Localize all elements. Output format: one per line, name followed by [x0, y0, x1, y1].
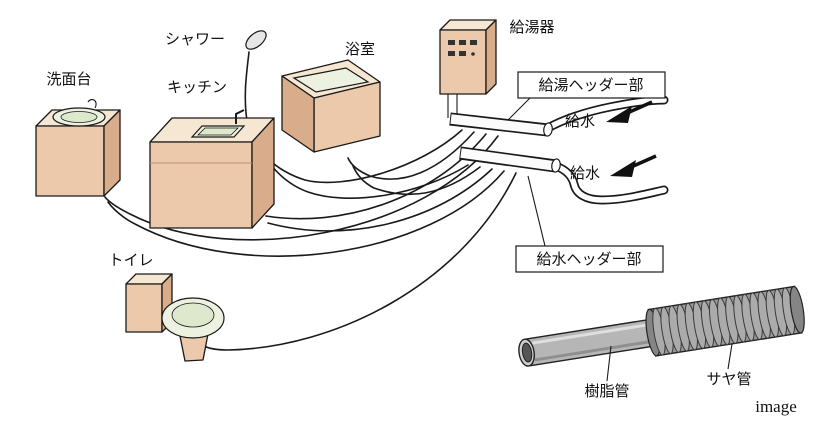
image-caption: image	[755, 397, 797, 416]
toilet-label: トイレ	[108, 252, 153, 269]
bathtub-illustration	[281, 59, 381, 153]
shower-illustration	[242, 30, 267, 128]
kitchen-illustration	[149, 109, 275, 229]
cold-water-header-callout: 給水ヘッダー部	[515, 175, 664, 273]
washbasin-label: 洗面台	[46, 71, 91, 88]
toilet-illustration	[125, 273, 225, 362]
washbasin-faucet-icon	[87, 99, 97, 109]
resin-pipe-label: 樹脂管	[584, 383, 629, 400]
hot-water-header-callout: 給湯ヘッダー部	[507, 71, 666, 121]
shower-label: シャワー	[165, 31, 225, 48]
kitchen-faucet-icon	[235, 109, 245, 124]
water-supply-arrow-top	[606, 100, 653, 123]
bathroom-label: 浴室	[345, 41, 375, 58]
water-heater-label: 給湯器	[509, 19, 554, 36]
water-supply-top-label: 給水	[565, 113, 595, 130]
hot-water-header-illustration	[449, 112, 553, 137]
pipe-photo-illustration	[518, 285, 805, 367]
shower-head-icon	[245, 30, 267, 50]
kitchen-label: キッチン	[167, 79, 227, 96]
hot-water-header-label: 給湯ヘッダー部	[538, 77, 643, 94]
washbasin-illustration	[35, 99, 121, 197]
water-supply-bottom-label: 給水	[570, 165, 600, 182]
water-heater-illustration	[439, 19, 497, 120]
cold-water-header-illustration	[459, 146, 561, 173]
sheath-pipe-label: サヤ管	[706, 371, 751, 388]
cold-water-header-label: 給水ヘッダー部	[536, 251, 641, 268]
sheath-pipe-ribs	[652, 287, 796, 356]
water-supply-arrow-bottom	[610, 154, 657, 177]
